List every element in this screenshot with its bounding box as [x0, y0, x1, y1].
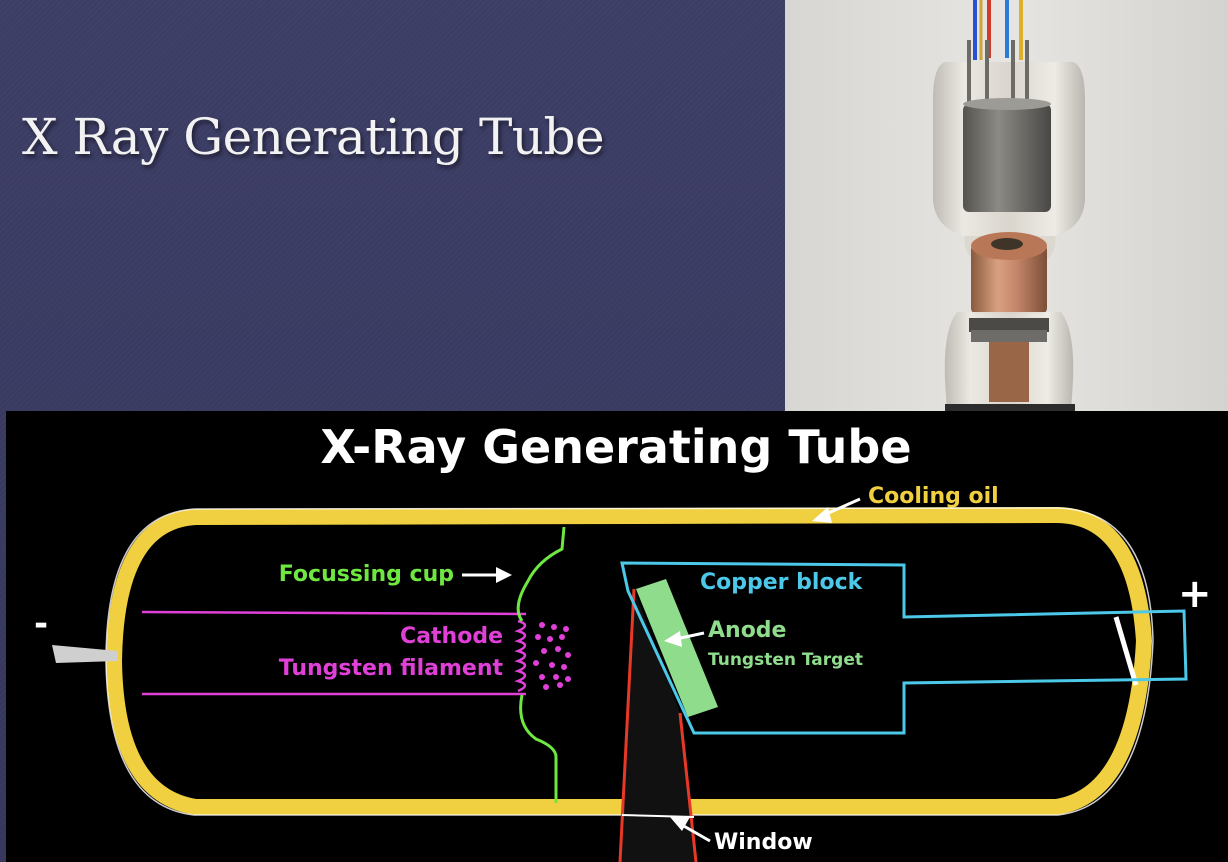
- focussing-cup-label: Focussing cup: [279, 562, 454, 587]
- slide-title: X Ray Generating Tube: [22, 108, 605, 166]
- cooling-oil-label: Cooling oil: [868, 484, 999, 509]
- diagram-title: X-Ray Generating Tube: [320, 420, 911, 474]
- copper-block: Copper block: [620, 561, 1188, 735]
- anode-label: Anode: [708, 618, 786, 643]
- anode-target: Anode Tungsten Target: [636, 579, 863, 717]
- focussing-cup: Focussing cup: [279, 526, 566, 803]
- arrow-icon: [496, 567, 512, 583]
- arrow-icon: [812, 507, 832, 523]
- tungsten-target-label: Tungsten Target: [708, 650, 863, 670]
- tungsten-filament-label: Tungsten filament: [279, 656, 504, 681]
- negative-sign: -: [34, 604, 48, 644]
- negative-lead: [52, 645, 118, 663]
- cathode-assembly: Cathode Tungsten filament: [141, 610, 571, 696]
- xray-tube-photo: [785, 0, 1228, 412]
- window-beam: Window: [618, 588, 813, 862]
- arrow-icon: [670, 817, 690, 831]
- positive-sign: +: [1178, 571, 1212, 617]
- cathode-label: Cathode: [400, 624, 503, 649]
- window-label: Window: [714, 830, 813, 855]
- xray-tube-diagram: X-Ray Generating Tube - + Cathode Tungst…: [6, 411, 1228, 862]
- copper-block-label: Copper block: [700, 570, 864, 595]
- arrow-icon: [664, 631, 682, 647]
